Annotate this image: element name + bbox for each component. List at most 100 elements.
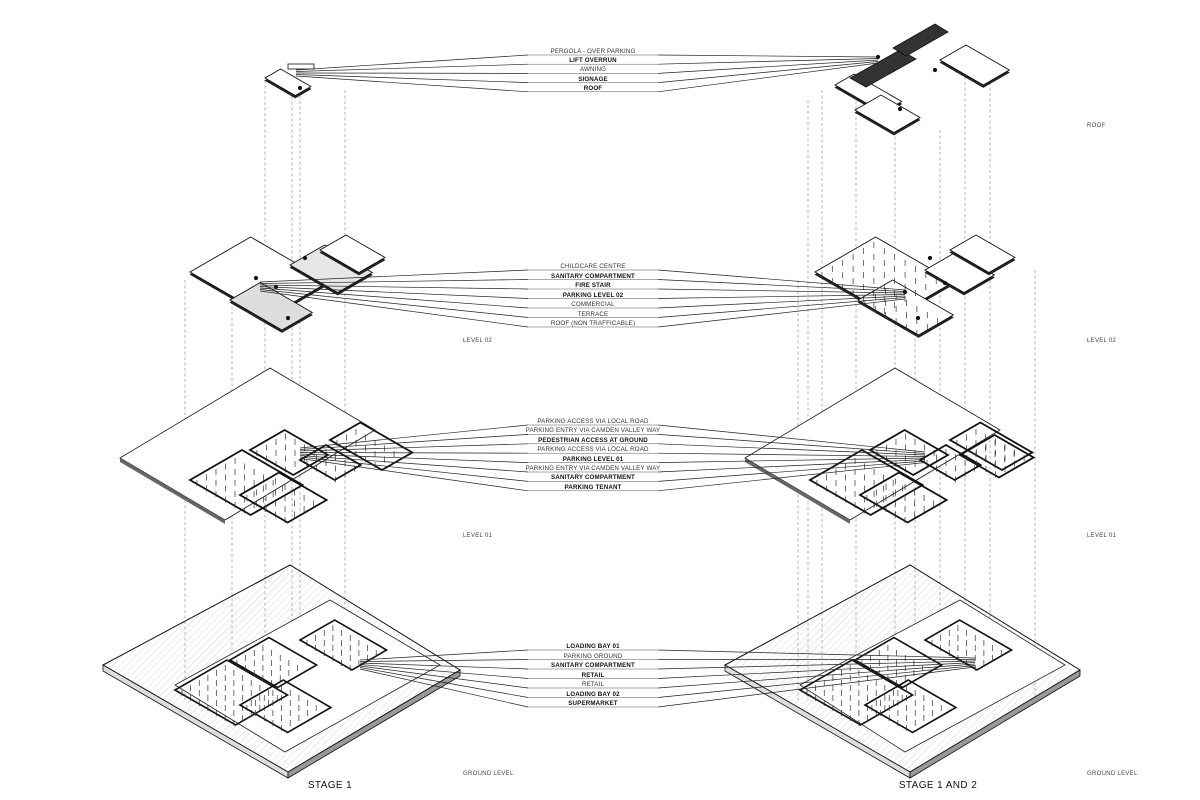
ground-room-right bbox=[863, 679, 958, 734]
level02-childcare-right bbox=[949, 234, 1016, 274]
roof-pergola-solar bbox=[892, 23, 949, 57]
leader-line-right bbox=[657, 462, 926, 492]
diagram-label: AWNING bbox=[579, 66, 607, 74]
diagram-label: SANITARY COMPARTMENT bbox=[551, 474, 635, 482]
leader-line-right bbox=[657, 279, 906, 292]
leader-line-left bbox=[259, 279, 529, 284]
ground-room-right bbox=[798, 659, 915, 726]
leader-line-right bbox=[657, 457, 926, 463]
leader-line-right bbox=[657, 61, 879, 83]
diagram-label: RETAIL bbox=[581, 671, 605, 679]
roof-marker bbox=[297, 85, 303, 91]
ground-building-left bbox=[174, 599, 441, 753]
leader-line-left bbox=[299, 456, 529, 482]
diagram-label: COMMERCIAL bbox=[571, 301, 615, 308]
leader-line-left bbox=[259, 284, 529, 290]
diagram-label: PARKING ACCESS VIA LOCAL ROAD bbox=[537, 446, 649, 454]
leader-line-left bbox=[299, 424, 529, 449]
level01-ramp-right bbox=[744, 367, 1001, 521]
roof-right-lower bbox=[854, 94, 921, 134]
diagram-label: PARKING LEVEL 02 bbox=[562, 291, 624, 299]
level01-zone-right bbox=[948, 421, 1035, 472]
leader-line-left bbox=[295, 54, 529, 71]
leader-line-right bbox=[657, 288, 906, 294]
level02-marker bbox=[902, 289, 908, 295]
leader-line-right bbox=[657, 294, 906, 299]
level02-childcare-left bbox=[319, 234, 386, 274]
leader-line-left bbox=[295, 63, 529, 72]
diagram-label: PARKING ENTRY VIA CAMDEN VALLEY WAY bbox=[525, 427, 661, 435]
diagram-label: CHILDCARE CENTRE bbox=[560, 263, 626, 270]
diagram-label: PARKING LEVEL 01 bbox=[562, 455, 624, 463]
level02-marker bbox=[927, 255, 933, 261]
leader-line-right bbox=[657, 460, 926, 482]
level01-zone-right bbox=[808, 448, 925, 517]
level02-marker bbox=[285, 315, 291, 321]
level01-ramp-left-edge bbox=[120, 458, 225, 524]
leader-line-left bbox=[299, 434, 529, 450]
leader-line-left bbox=[299, 453, 529, 463]
roof-marker bbox=[897, 106, 903, 112]
level-label-roof-right: ROOF bbox=[1087, 123, 1106, 129]
level01-ramp-right-edge bbox=[745, 458, 850, 524]
level02-commercial-right bbox=[924, 251, 996, 294]
leader-line-left bbox=[259, 286, 529, 299]
level-label-ground-left: GROUND LEVEL bbox=[463, 771, 514, 777]
leader-line-left bbox=[259, 269, 529, 283]
diagram-label: LIFT OVERRUN bbox=[569, 57, 617, 65]
leader-line-right bbox=[657, 660, 976, 670]
level-label-level02-right: LEVEL 02 bbox=[1087, 338, 1117, 344]
diagram-label: LOADING BAY 01 bbox=[566, 643, 620, 650]
leader-line-left bbox=[299, 458, 529, 492]
diagram-label: PEDESTRIAN ACCESS AT GROUND bbox=[538, 436, 648, 444]
leader-line-right bbox=[657, 666, 976, 708]
level02-marker bbox=[942, 280, 948, 286]
leader-line-left bbox=[359, 668, 529, 708]
diagram-label: SUPERMARKET bbox=[568, 700, 618, 707]
diagram-label: ROOF bbox=[583, 84, 603, 92]
diagram-label: PERGOLA - OVER PARKING bbox=[550, 48, 636, 55]
ground-building-right bbox=[799, 599, 1066, 753]
level01-zone-left bbox=[238, 471, 329, 524]
level02-marker bbox=[915, 315, 921, 321]
leader-line-left bbox=[359, 664, 529, 679]
stage-title-left: STAGE 1 bbox=[307, 780, 353, 791]
diagram-label: SANITARY COMPARTMENT bbox=[551, 272, 635, 280]
diagram-label: RETAIL bbox=[581, 681, 605, 688]
diagram-label: PARKING TENANT bbox=[564, 483, 622, 491]
leader-line-left bbox=[359, 659, 529, 662]
leader-line-right bbox=[657, 59, 879, 74]
roof-left-detail bbox=[287, 63, 315, 70]
leader-line-left bbox=[259, 287, 529, 309]
leader-line-right bbox=[657, 62, 879, 93]
leader-line-right bbox=[657, 452, 926, 457]
level-label-level01-right: LEVEL 01 bbox=[1087, 533, 1117, 539]
leader-line-left bbox=[359, 667, 529, 698]
leader-line-left bbox=[359, 662, 529, 670]
leader-line-left bbox=[259, 289, 529, 318]
level-label-ground-right: GROUND LEVEL bbox=[1087, 771, 1138, 777]
leader-line-right bbox=[657, 649, 976, 659]
leader-line-right bbox=[657, 443, 926, 456]
leader-line-right bbox=[657, 295, 906, 309]
level02-terrace-right bbox=[857, 279, 955, 336]
diagram-label: SIGNAGE bbox=[578, 75, 608, 83]
leader-line-right bbox=[657, 434, 926, 454]
leader-line-right bbox=[657, 297, 906, 318]
stage-title-right: STAGE 1 AND 2 bbox=[898, 780, 978, 791]
diagram-label: SANITARY COMPARTMENT bbox=[551, 662, 635, 669]
leader-line-right bbox=[657, 665, 976, 698]
level01-zone-left bbox=[188, 448, 305, 517]
level01-zone-left bbox=[298, 443, 363, 482]
leader-line-left bbox=[359, 665, 529, 689]
level-label-level02-left: LEVEL 02 bbox=[463, 338, 493, 344]
level02-commercial-left bbox=[289, 244, 374, 294]
leader-line-left bbox=[299, 452, 529, 454]
diagram-label: LOADING BAY 02 bbox=[566, 690, 620, 698]
ground-room-left bbox=[228, 636, 319, 689]
leader-line-right bbox=[657, 459, 926, 473]
level02-marker bbox=[302, 255, 308, 261]
leader-line-right bbox=[657, 298, 906, 328]
ground-room-right bbox=[923, 619, 1014, 671]
